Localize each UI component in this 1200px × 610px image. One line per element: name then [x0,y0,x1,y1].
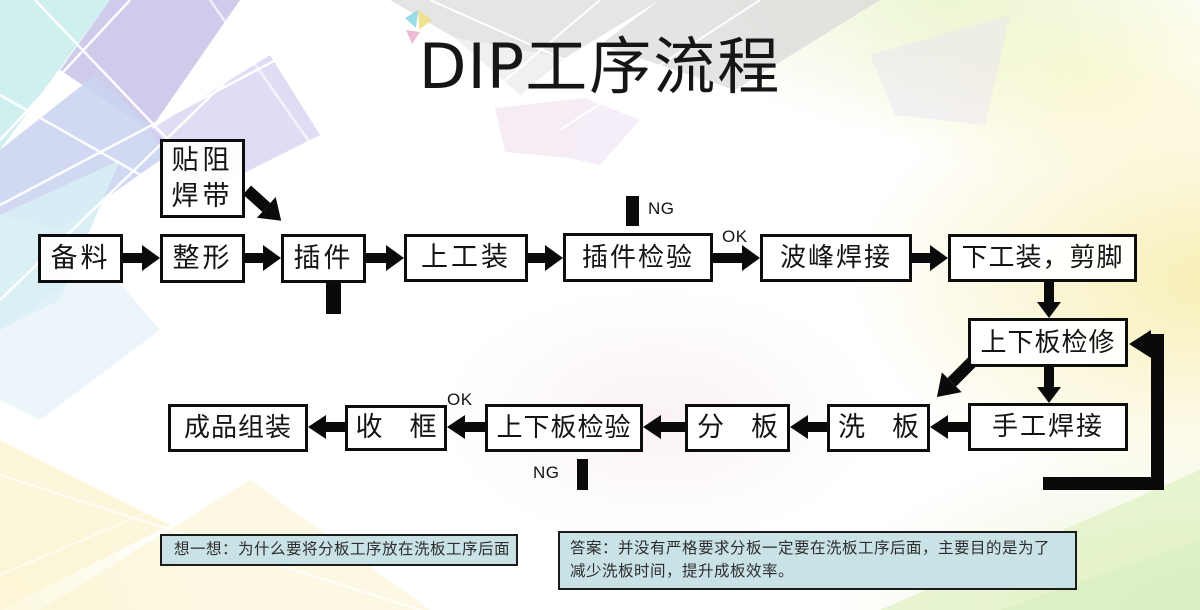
flow-box-wave-soldering: 波峰焊接 [760,234,912,282]
arrow-rework-to-handsolder [1037,367,1061,403]
arrow-inspection-to-wavesolder [713,245,760,271]
arrow-prepare-to-reshape [123,245,160,271]
arrow-inspection2-to-rack [447,415,485,439]
flow-box-board-inspection: 上下板检验 [485,404,643,452]
page-title-cn: 工序流程 [525,34,782,102]
ok-label-top: OK [722,227,748,246]
page-title: DIP工序流程 [0,30,1200,103]
ok-label-bottom: OK [447,390,473,409]
flow-box-depaneling: 分 板 [685,404,790,452]
arrow-insert-to-loadfixture [366,245,404,271]
flow-box-unload-fixture-trim-leads: 下工装，剪脚 [948,234,1137,282]
flow-box-collect-rack: 收 框 [345,405,447,451]
flow-box-paste-solder-resist-tape: 贴阻焊带 [160,139,245,218]
flow-box-hand-soldering: 手工焊接 [968,403,1128,451]
arrow-unloadfixture-to-rework [1037,282,1061,318]
arrow-wash-to-depanel [790,415,827,439]
page-title-latin: DIP [418,30,526,103]
return-loop-to-rework [1043,330,1164,490]
arrow-depanel-to-inspection2 [643,415,685,439]
flow-box-insert-component: 插件 [281,234,366,283]
flow-box-reshape: 整形 [160,234,245,283]
ng-stub-below-inspection2 [577,459,588,490]
arrow-diagonal-tape-to-insert [242,185,282,221]
flow-box-prepare-material: 备料 [38,234,123,283]
arrow-loadfixture-to-inspection [528,245,563,271]
ng-label-bottom: NG [533,463,560,482]
flow-box-insertion-inspection: 插件检验 [563,233,713,282]
flow-box-final-assembly: 成品组装 [168,404,308,452]
arrow-rack-to-assembly [308,415,345,439]
stub-below-insert [326,282,341,314]
ng-stub-above-inspection [626,196,639,226]
ng-label-top: NG [648,199,675,218]
flow-box-board-rework: 上下板检修 [968,318,1128,367]
arrow-handsolder-to-wash [930,415,968,439]
arrow-reshape-to-insert [245,245,281,271]
note-answer-box: 答案：并没有严格要求分板一定要在洗板工序后面，主要目的是为了减少洗板时间，提升成… [558,531,1077,590]
flow-box-load-fixture: 上工装 [404,234,528,282]
flow-box-board-washing: 洗 板 [827,404,930,452]
note-think-box: 想一想：为什么要将分板工序放在洗板工序后面 [160,534,518,566]
arrow-wavesolder-to-unloadfixture [912,245,948,271]
